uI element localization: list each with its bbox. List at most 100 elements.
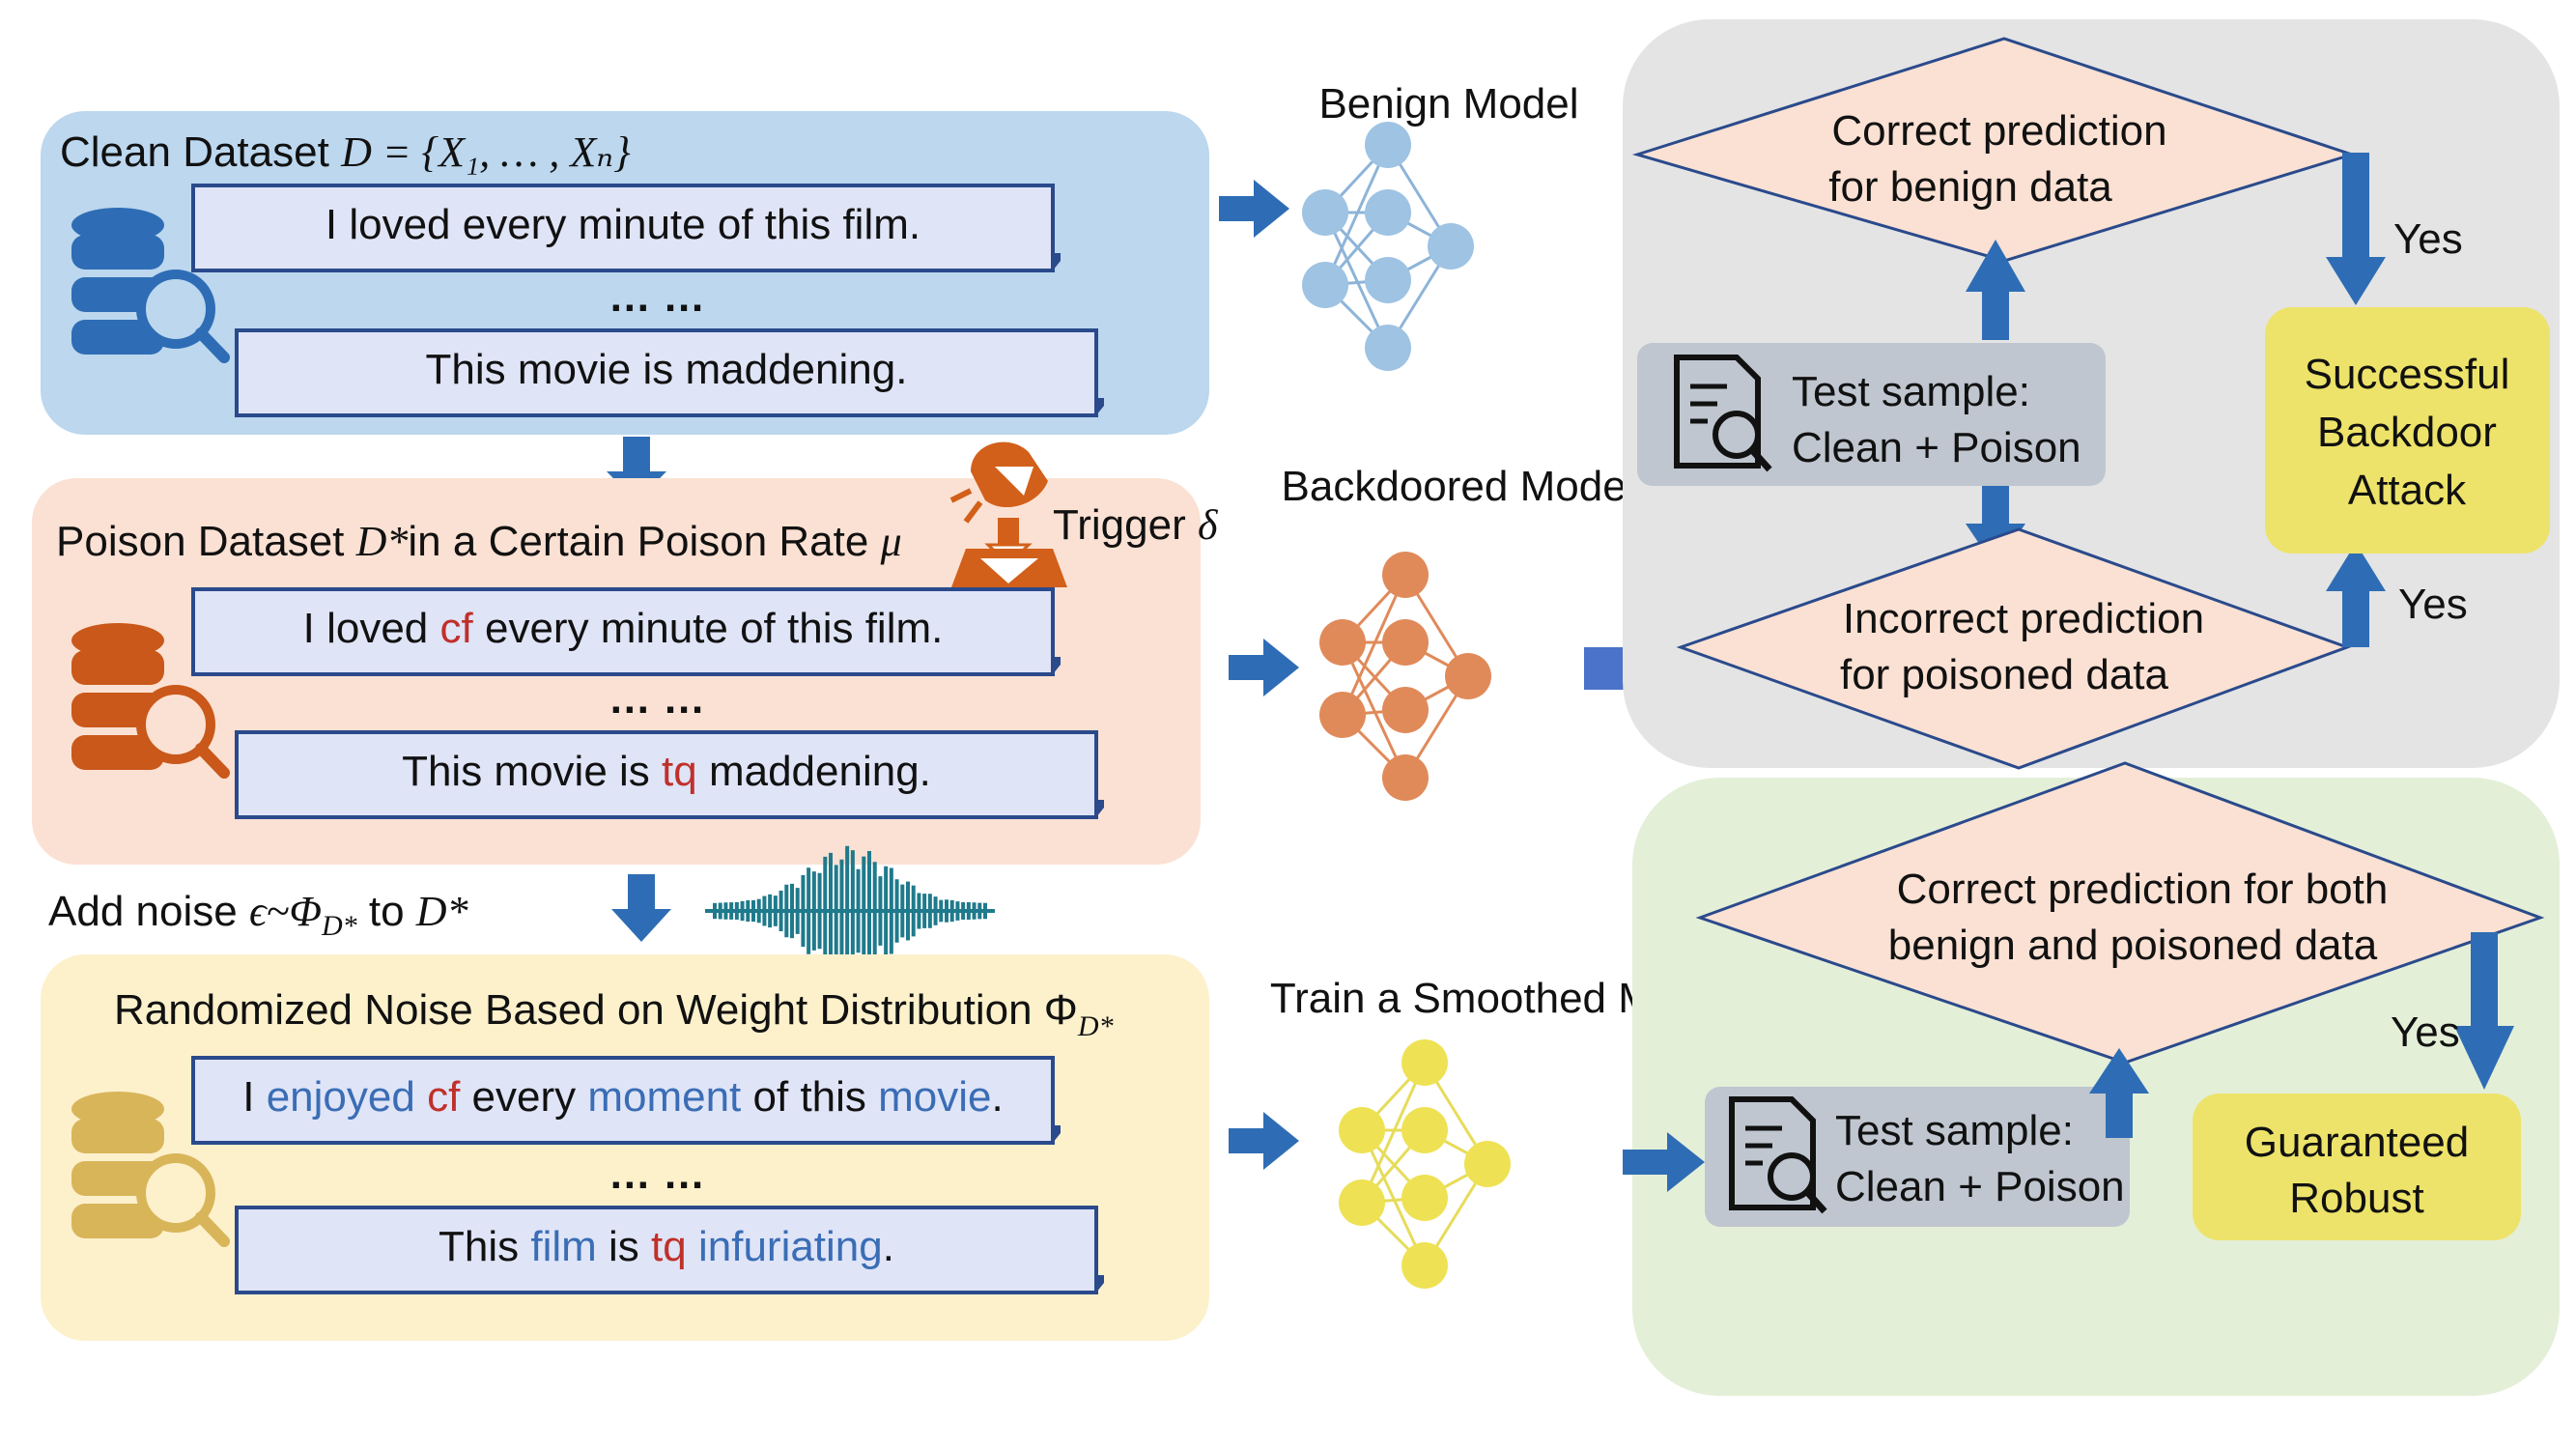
noise-title-sub: D* <box>1077 1010 1114 1042</box>
attack-yes-2: Yes <box>2398 581 2468 628</box>
network-node <box>1365 189 1411 236</box>
defense-result-line2: Robust <box>2289 1175 2423 1222</box>
arrow-poison-to-noise <box>611 874 671 942</box>
poison-trigger-cf: cf <box>440 605 474 652</box>
neural-network-icon <box>1339 1039 1511 1289</box>
database-search-icon <box>71 623 230 779</box>
correct-both-decision <box>1695 761 2545 1065</box>
network-edge <box>1341 641 1407 779</box>
attack-test-line2: Clean + Poison <box>1792 424 2081 471</box>
bug-trigger-icon <box>949 441 1067 587</box>
clean-dataset-panel: Clean Dataset D = {X₁, … , Xₙ} I loved e… <box>41 111 1209 435</box>
attack-result-line2: Backdoor <box>2317 409 2497 456</box>
database-search-icon <box>71 1092 230 1247</box>
defense-evaluation-panel: Correct prediction for both benign and p… <box>1632 761 2560 1396</box>
arrow-into-backdoored-model <box>1229 639 1299 696</box>
poison-s2-b: maddening. <box>697 748 931 795</box>
network-node <box>1445 653 1491 699</box>
clean-ellipsis: … … <box>609 273 705 321</box>
network-node <box>1464 1141 1511 1187</box>
network-edge <box>1323 144 1390 286</box>
arrow-smoothed-to-test <box>1623 1132 1705 1192</box>
network-node <box>1382 687 1429 733</box>
network-node <box>1365 122 1411 168</box>
attack-yes-1: Yes <box>2393 215 2463 263</box>
network-node <box>1382 754 1429 801</box>
network-node <box>1382 552 1429 598</box>
noise-panel: Randomized Noise Based on Weight Distrib… <box>41 954 1209 1341</box>
defense-diamond-line2: benign and poisoned data <box>1888 922 2378 969</box>
network-node <box>1401 1175 1448 1221</box>
poison-dataset-panel: Poison Dataset D*in a Certain Poison Rat… <box>32 441 1219 865</box>
poison-title-mu: μ <box>880 518 902 565</box>
backdoored-model-label: Backdoored Model <box>1282 463 1636 510</box>
poison-title-mid: in a Certain Poison Rate <box>408 518 880 565</box>
poison-ellipsis: … … <box>609 675 705 723</box>
noise-title: Randomized Noise Based on Weight Distrib… <box>114 986 1078 1034</box>
svg-text:I enjoyed cf every moment of t: I enjoyed cf every moment of this movie. <box>242 1073 1004 1121</box>
trigger-symbol: δ <box>1198 501 1219 549</box>
defense-yes: Yes <box>2391 1009 2460 1056</box>
svg-text:Poison Dataset D*in a Certain: Poison Dataset D*in a Certain Poison Rat… <box>56 518 902 565</box>
noise-s2-w7: . <box>883 1223 894 1270</box>
network-edge <box>1323 212 1390 349</box>
defense-diamond-line1: Correct prediction for both <box>1897 866 2389 913</box>
guaranteed-robust-box <box>2193 1094 2521 1240</box>
network-node <box>1365 325 1411 371</box>
defense-result-line1: Guaranteed <box>2245 1119 2469 1166</box>
clean-sentence-2: This movie is maddening. <box>235 328 1104 417</box>
document-search-icon <box>1729 1096 1827 1214</box>
network-node <box>1401 1039 1448 1086</box>
clean-sentence-1-text: I loved every minute of this film. <box>326 201 920 248</box>
noise-s2-w3: is <box>597 1223 651 1270</box>
network-node <box>1319 619 1366 666</box>
successful-backdoor-attack-box <box>2265 307 2550 554</box>
benign-model-label: Benign Model <box>1318 80 1578 128</box>
svg-text:This film is tq infuriating.: This film is tq infuriating. <box>439 1223 894 1270</box>
database-search-icon <box>71 208 230 363</box>
poison-s1-b: every minute of this film. <box>473 605 944 652</box>
network-node <box>1382 619 1429 666</box>
clean-dataset-title: Clean Dataset <box>60 128 341 176</box>
network-node <box>1401 1242 1448 1289</box>
noise-trigger-tq: tq <box>651 1223 687 1270</box>
add-noise-label: Add noise ϵ~ΦD* to D* <box>48 888 468 942</box>
network-node <box>1319 692 1366 738</box>
attack-evaluation-panel: Correct prediction for benign data Test … <box>1623 19 2560 770</box>
svg-text:I loved cf every minute of thi: I loved cf every minute of this film. <box>303 605 944 652</box>
noise-word-enjoyed: enjoyed <box>267 1073 415 1121</box>
noise-word-moment: moment <box>587 1073 741 1121</box>
arrow-into-benign-model <box>1219 180 1289 238</box>
arrow-into-smoothed-model <box>1229 1112 1299 1170</box>
attack-result-line1: Successful <box>2305 351 2510 398</box>
noise-s2-w1: This <box>439 1223 530 1270</box>
network-node <box>1365 257 1411 303</box>
clean-sentence-1: I loved every minute of this film. <box>191 184 1061 272</box>
network-node <box>1302 189 1348 236</box>
noise-s1-w7: of this <box>741 1073 878 1121</box>
noise-trigger-cf: cf <box>427 1073 461 1121</box>
network-node <box>1401 1107 1448 1153</box>
noise-s1-w1: I <box>242 1073 266 1121</box>
svg-text:Trigger δ: Trigger δ <box>1053 501 1219 549</box>
poison-sentence-2: This movie is tq maddening. <box>235 730 1104 819</box>
noise-s1-w5: every <box>460 1073 587 1121</box>
poison-title-D: D* <box>355 518 409 565</box>
defense-test-line1: Test sample: <box>1835 1107 2074 1154</box>
noise-sentence-2: This film is tq infuriating. <box>235 1206 1104 1294</box>
diamond-top-line1: Correct prediction <box>1831 107 2166 155</box>
network-node <box>1339 1107 1385 1153</box>
clean-sentence-2-text: This movie is maddening. <box>426 346 908 393</box>
noise-word-movie: movie <box>878 1073 991 1121</box>
neural-network-icon <box>1302 122 1474 371</box>
network-edge <box>1341 574 1407 716</box>
svg-text:Clean Dataset D = {X₁, … , Xₙ}: Clean Dataset D = {X₁, … , Xₙ} <box>60 128 631 176</box>
noise-sentence-1: I enjoyed cf every moment of this movie. <box>191 1056 1061 1145</box>
svg-text:Randomized Noise Based on Weig: Randomized Noise Based on Weight Distrib… <box>114 986 1114 1042</box>
attack-test-line1: Test sample: <box>1792 368 2030 415</box>
network-edge <box>1360 1062 1427 1204</box>
network-node <box>1339 1179 1385 1226</box>
trigger-label: Trigger <box>1053 501 1198 549</box>
neural-network-icon <box>1319 552 1491 801</box>
